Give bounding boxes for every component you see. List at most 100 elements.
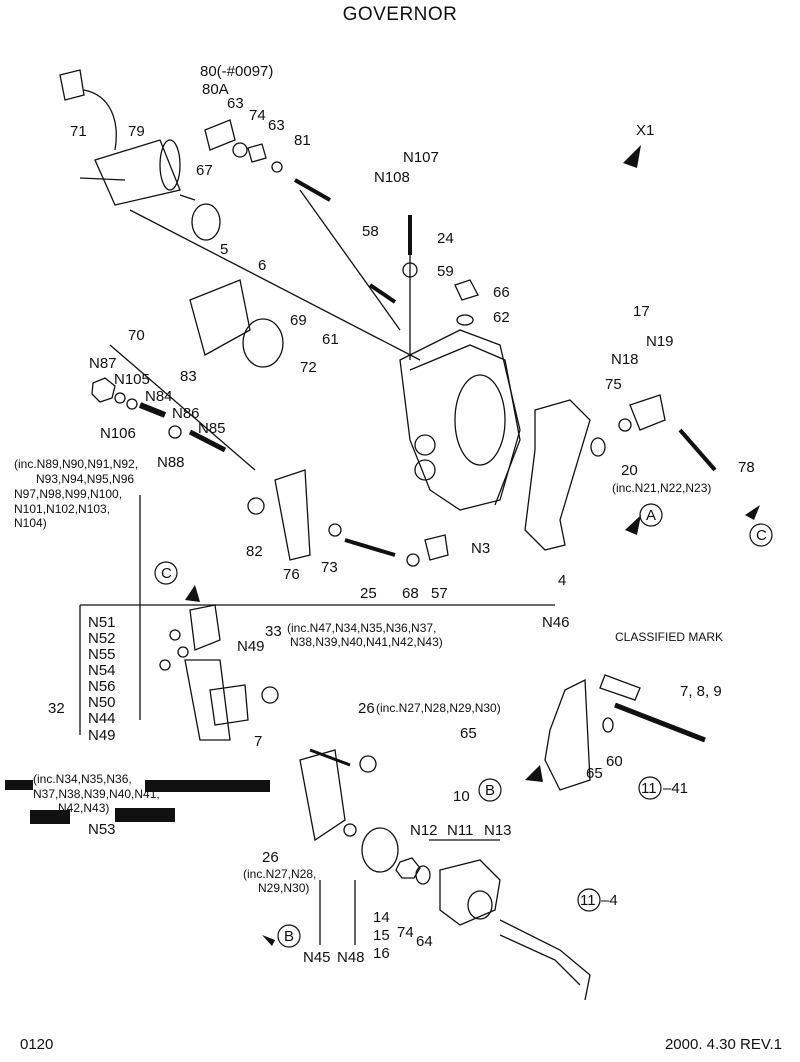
label-inc-n89-2: N93,N94,N95,N96 bbox=[36, 472, 134, 486]
label-n11: N11 bbox=[447, 822, 473, 839]
label-dash-41: –41 bbox=[663, 780, 688, 797]
label-n87: N87 bbox=[89, 355, 117, 372]
label-n55: N55 bbox=[88, 646, 116, 663]
redaction-mark bbox=[115, 808, 175, 822]
callout-b-circle bbox=[478, 778, 502, 802]
label-n19: N19 bbox=[646, 333, 674, 350]
callout-a-circle bbox=[639, 503, 663, 527]
label-69: 69 bbox=[290, 312, 307, 329]
label-n46: N46 bbox=[542, 614, 570, 631]
label-n85: N85 bbox=[198, 420, 226, 437]
label-59: 59 bbox=[437, 263, 454, 280]
label-inc-n47-2: N38,N39,N40,N41,N42,N43) bbox=[290, 635, 443, 649]
label-inc-n89-5: N104) bbox=[14, 516, 47, 530]
label-73: 73 bbox=[321, 559, 338, 576]
label-inc-n47-1: (inc.N47,N34,N35,N36,N37, bbox=[287, 621, 436, 635]
label-7-8-9: 7, 8, 9 bbox=[680, 683, 722, 700]
diagram-linework bbox=[59, 69, 717, 1001]
label-76: 76 bbox=[283, 566, 300, 583]
label-82: 82 bbox=[246, 543, 263, 560]
label-79: 79 bbox=[128, 123, 145, 140]
label-n106: N106 bbox=[100, 425, 136, 442]
callout-a: A bbox=[646, 507, 656, 524]
label-n51: N51 bbox=[88, 614, 116, 631]
label-n49a: N49 bbox=[88, 727, 116, 744]
label-inc-n89-4: N101,N102,N103, bbox=[14, 502, 110, 516]
label-65a: 65 bbox=[460, 725, 477, 742]
label-n54: N54 bbox=[88, 662, 116, 679]
label-65b: 65 bbox=[586, 765, 603, 782]
redaction-mark bbox=[30, 810, 70, 824]
label-66: 66 bbox=[493, 284, 510, 301]
label-n48: N48 bbox=[337, 949, 365, 966]
callout-11-4-circle bbox=[577, 888, 601, 912]
label-inc-n27: (inc.N27,N28,N29,N30) bbox=[376, 701, 501, 715]
callout-11-41-circle bbox=[638, 776, 662, 800]
view-label-x1: X1 bbox=[636, 122, 654, 139]
label-20: 20 bbox=[621, 462, 638, 479]
label-70: 70 bbox=[128, 327, 145, 344]
label-57: 57 bbox=[431, 585, 448, 602]
label-75: 75 bbox=[605, 376, 622, 393]
label-17: 17 bbox=[633, 303, 650, 320]
label-n105: N105 bbox=[114, 371, 150, 388]
arrow-b2-icon bbox=[262, 935, 275, 946]
callout-c2: C bbox=[161, 565, 172, 582]
label-26a: 26 bbox=[358, 700, 375, 717]
label-26b: 26 bbox=[262, 849, 279, 866]
label-33: 33 bbox=[265, 623, 282, 640]
label-63b: 63 bbox=[268, 117, 285, 134]
label-74b: 74 bbox=[397, 924, 414, 941]
label-n12: N12 bbox=[410, 822, 438, 839]
label-inc-n89-1: (inc.N89,N90,N91,N92, bbox=[14, 457, 138, 471]
label-16: 16 bbox=[373, 945, 390, 962]
label-n52: N52 bbox=[88, 630, 116, 647]
arrow-b-icon bbox=[525, 765, 543, 782]
arrow-c2-icon bbox=[185, 585, 200, 602]
label-63a: 63 bbox=[227, 95, 244, 112]
label-32: 32 bbox=[48, 700, 65, 717]
label-n45: N45 bbox=[303, 949, 331, 966]
label-n53: N53 bbox=[88, 821, 116, 838]
page-number: 0120 bbox=[20, 1036, 54, 1053]
label-inc-n34-1: (inc.N34,N35,N36, bbox=[33, 772, 132, 786]
label-inc-n89-3: N97,N98,N99,N100, bbox=[14, 487, 122, 501]
label-67: 67 bbox=[196, 162, 213, 179]
view-arrow-icon bbox=[623, 145, 641, 168]
label-78: 78 bbox=[738, 459, 755, 476]
label-n13: N13 bbox=[484, 822, 512, 839]
label-n56: N56 bbox=[88, 678, 116, 695]
label-n3: N3 bbox=[471, 540, 490, 557]
callout-b2: B bbox=[284, 928, 294, 945]
label-11-4: 11 bbox=[580, 892, 596, 909]
label-n44: N44 bbox=[88, 710, 116, 727]
label-n108: N108 bbox=[374, 169, 410, 186]
label-24: 24 bbox=[437, 230, 454, 247]
label-10: 10 bbox=[453, 788, 470, 805]
label-64: 64 bbox=[416, 933, 433, 950]
label-inc-n34-3: N42,N43) bbox=[58, 801, 109, 815]
part-labels: 71 79 80(-#0097) 80A 63 74 63 81 67 5 6 … bbox=[14, 63, 767, 966]
label-n50: N50 bbox=[88, 694, 116, 711]
label-61: 61 bbox=[322, 331, 339, 348]
arrow-to-c-icon bbox=[745, 505, 760, 520]
label-inc-n21: (inc.N21,N22,N23) bbox=[612, 481, 711, 495]
label-71: 71 bbox=[70, 123, 87, 140]
callout-c2-circle bbox=[154, 561, 178, 585]
arrow-markers bbox=[185, 145, 760, 946]
label-15: 15 bbox=[373, 927, 390, 944]
label-n88: N88 bbox=[157, 454, 185, 471]
label-68: 68 bbox=[402, 585, 419, 602]
label-inc-n27b-1: (inc.N27,N28, bbox=[243, 867, 316, 881]
label-62: 62 bbox=[493, 309, 510, 326]
label-n107: N107 bbox=[403, 149, 439, 166]
label-inc-n34-2: N37,N38,N39,N40,N41, bbox=[33, 787, 160, 801]
label-72: 72 bbox=[300, 359, 317, 376]
label-dash-4: –4 bbox=[601, 892, 618, 909]
label-n18: N18 bbox=[611, 351, 639, 368]
label-14: 14 bbox=[373, 909, 390, 926]
classified-mark: CLASSIFIED MARK bbox=[615, 630, 723, 644]
label-inc-n27b-2: N29,N30) bbox=[258, 881, 309, 895]
label-81: 81 bbox=[294, 132, 311, 149]
